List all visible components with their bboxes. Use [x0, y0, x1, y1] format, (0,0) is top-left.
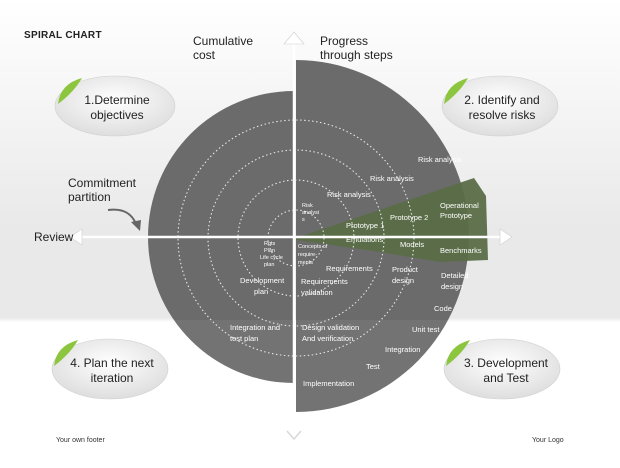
- pill-q2-text: 2. Identify and resolve risks: [452, 93, 552, 123]
- label-prototype-1: Prototype 1: [346, 221, 384, 230]
- label-benchmarks: Benchmarks: [440, 246, 482, 255]
- label-product-design-1: Product: [392, 265, 419, 274]
- review-label: Review: [34, 230, 74, 244]
- label-detailed-design-2: design: [441, 282, 463, 291]
- pill-q4-line1: 4. Plan the next: [70, 356, 154, 370]
- progress-line1: Progress: [320, 34, 369, 48]
- label-code: Code: [434, 304, 452, 313]
- label-integration: Integration: [385, 345, 420, 354]
- pill-q4-text: 4. Plan the next iteration: [62, 356, 162, 386]
- pill-q3-line2: and Test: [483, 371, 529, 385]
- commitment-label: Commitment partition: [68, 176, 136, 204]
- label-development-plan-1: Development: [240, 276, 285, 285]
- label-rqts-2: Plan: [264, 248, 275, 254]
- pill-q1-line1: 1.Determine: [84, 93, 150, 107]
- pill-q2-line2: resolve risks: [468, 108, 536, 122]
- label-implementation: Implementation: [303, 379, 354, 388]
- cumulative-cost-line1: Cumulative: [193, 34, 254, 48]
- pill-q2-line1: 2. Identify and: [464, 93, 540, 107]
- down-chevron: [286, 430, 302, 441]
- pill-q4-line2: iteration: [90, 371, 134, 385]
- label-prototype-2: Prototype 2: [390, 213, 428, 222]
- label-concepts-2: require-: [298, 252, 317, 258]
- label-risk-inner-2: analysi: [302, 210, 319, 216]
- label-unit-test: Unit test: [412, 325, 440, 334]
- commitment-line2: partition: [68, 190, 111, 204]
- label-risk-analysis-outer: Risk analysis: [418, 155, 462, 164]
- label-integration-plan-2: test plan: [230, 334, 258, 343]
- left-arrowhead: [69, 228, 83, 246]
- pill-q3: [443, 338, 561, 400]
- label-risk-inner-1: Risk: [302, 203, 313, 209]
- label-requirements: Requirements: [326, 264, 373, 273]
- label-operational-2: Prototype: [440, 211, 472, 220]
- label-risk-inner-3: s: [302, 217, 305, 223]
- label-emulations: Emulations: [346, 235, 383, 244]
- label-concepts-3: ments: [298, 260, 313, 266]
- label-risk-analysis-2: Risk analysis: [370, 174, 414, 183]
- prototype-highlight-wedge: [296, 178, 488, 262]
- pill-q3-text: 3. Development and Test: [456, 356, 556, 386]
- label-detailed-design-1: Detailed: [441, 271, 469, 280]
- commitment-line1: Commitment: [68, 176, 137, 190]
- pill-q1-line2: objectives: [90, 108, 144, 122]
- footer-logo: Your Logo: [532, 437, 564, 444]
- pill-q4: [51, 338, 169, 400]
- slide-title: SPIRAL CHART: [24, 30, 102, 41]
- up-arrowhead: [283, 31, 305, 45]
- label-operational-1: Operational: [440, 201, 479, 210]
- pill-q1-text: 1.Determine objectives: [70, 93, 164, 123]
- label-concepts-1: Concepts of: [298, 244, 328, 250]
- progress-line2: through steps: [320, 48, 393, 62]
- label-test: Test: [366, 362, 381, 371]
- label-models: Models: [400, 240, 424, 249]
- pill-q2: [441, 75, 559, 137]
- footer-text: Your own footer: [56, 437, 105, 444]
- pill-q1: [54, 75, 176, 137]
- label-rqts-4: plan: [264, 262, 274, 268]
- cumulative-cost-label: Cumulative cost: [193, 34, 253, 62]
- pill-q3-line1: 3. Development: [463, 356, 549, 370]
- right-arrowhead: [499, 228, 513, 246]
- label-rqts-1: Rqts: [264, 241, 276, 247]
- progress-label: Progress through steps: [320, 34, 393, 62]
- label-product-design-2: design: [392, 276, 414, 285]
- label-development-plan-2: plan: [254, 287, 268, 296]
- label-req-validation-1: Requirements: [301, 277, 348, 286]
- label-req-validation-2: validation: [301, 288, 333, 297]
- label-integration-plan-1: Integration and: [230, 323, 280, 332]
- label-design-validation-2: And verification: [302, 334, 353, 343]
- cumulative-cost-line2: cost: [193, 48, 216, 62]
- label-design-validation-1: Design validation: [302, 323, 359, 332]
- label-risk-analysis-3: Risk analysis: [327, 190, 371, 199]
- label-rqts-3: Life cycle: [260, 255, 283, 261]
